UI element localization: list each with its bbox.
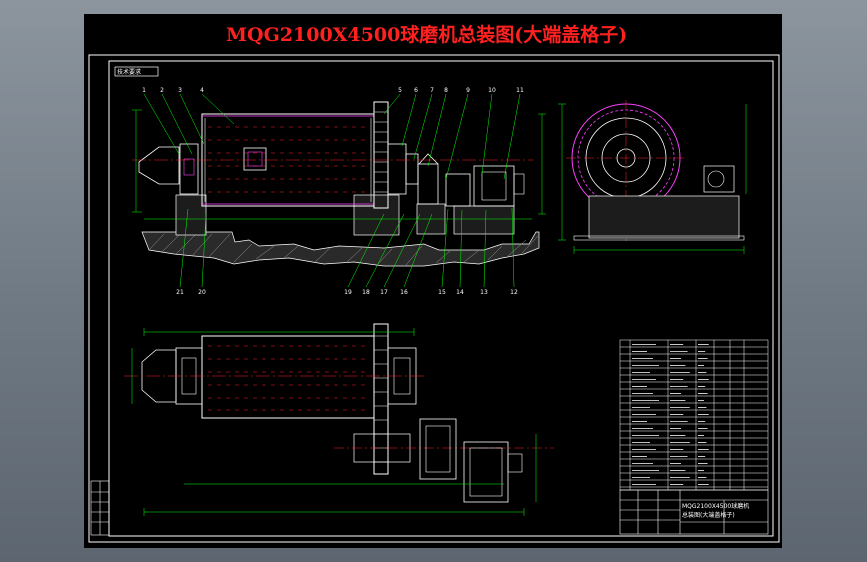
tech-requirements-tab: 技术要求 <box>114 66 159 77</box>
balloon-5: 5 <box>398 87 402 94</box>
side-view <box>558 100 747 254</box>
plan-view <box>124 323 554 516</box>
balloon-10: 10 <box>488 87 496 94</box>
drawing-title: MQG2100X4500球磨机总装图(大端盖格子) <box>226 24 628 46</box>
balloon-8: 8 <box>444 87 448 94</box>
balloon-20: 20 <box>198 289 206 296</box>
balloon-14: 14 <box>456 289 464 296</box>
revision-table <box>90 480 110 536</box>
balloons-bottom: 21 20 19 18 17 16 15 14 13 12 <box>176 289 518 296</box>
assembly-drawing: 技术要求 <box>88 54 780 543</box>
balloon-6: 6 <box>414 87 418 94</box>
balloon-9: 9 <box>466 87 470 94</box>
balloon-7: 7 <box>430 87 434 94</box>
balloon-19: 19 <box>344 289 352 296</box>
title-block-name-line2: 总装图(大端盖格子) <box>682 511 735 519</box>
balloons-top: 1 2 3 4 5 6 7 8 9 10 11 <box>142 87 524 94</box>
balloon-16: 16 <box>400 289 408 296</box>
balloon-12: 12 <box>510 289 518 296</box>
balloon-17: 17 <box>380 289 388 296</box>
sheet-outer-border <box>88 54 780 543</box>
balloon-21: 21 <box>176 289 184 296</box>
parts-list-entries <box>632 344 709 485</box>
balloon-15: 15 <box>438 289 446 296</box>
balloon-18: 18 <box>362 289 370 296</box>
balloon-1: 1 <box>142 87 146 94</box>
plan-drum <box>201 335 375 419</box>
feed-cone <box>138 146 180 185</box>
balloon-11: 11 <box>516 87 524 94</box>
balloon-4: 4 <box>200 87 204 94</box>
foundation-ground <box>141 231 540 267</box>
reducer <box>445 173 471 207</box>
cad-viewport[interactable]: 技术要求 <box>84 14 782 548</box>
balloon-3: 3 <box>178 87 182 94</box>
title-block <box>619 489 769 535</box>
balloon-13: 13 <box>480 289 488 296</box>
svg-text:技术要求: 技术要求 <box>117 68 141 76</box>
parts-list <box>619 339 769 491</box>
title-block-name-line1: MQG2100X4500球磨机 <box>682 502 749 510</box>
sheet-inner-border <box>108 60 774 537</box>
balloon-2: 2 <box>160 87 164 94</box>
